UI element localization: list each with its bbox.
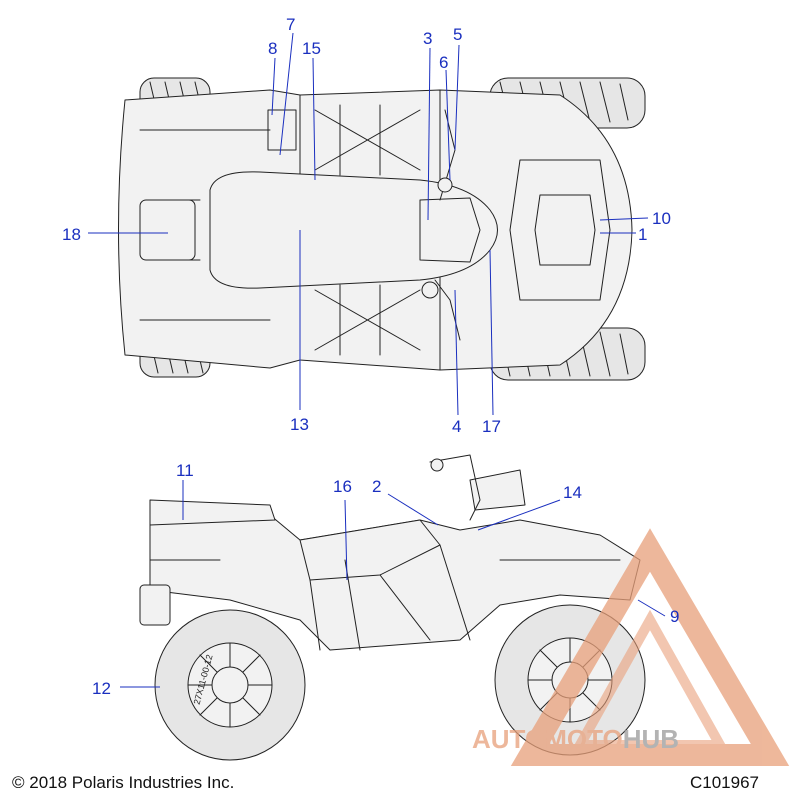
callout-1: 1	[638, 225, 647, 244]
callout-4: 4	[452, 417, 461, 436]
callout-5: 5	[453, 25, 462, 44]
callout-14: 14	[563, 483, 582, 502]
callout-15: 15	[302, 39, 321, 58]
leader-lines	[88, 32, 666, 688]
watermark-logo: AUTOMOTOHUB	[472, 528, 790, 766]
callout-2: 2	[372, 477, 381, 496]
callout-10: 10	[652, 209, 671, 228]
seat	[209, 171, 498, 289]
callout-17: 17	[482, 417, 501, 436]
callout-8: 8	[268, 39, 277, 58]
callout-16: 16	[333, 477, 352, 496]
callout-6: 6	[439, 53, 448, 72]
callout-3: 3	[423, 29, 432, 48]
callout-11: 11	[176, 461, 194, 480]
callout-18: 18	[62, 225, 81, 244]
diagram-code: C101967	[690, 773, 759, 792]
rear-rack	[118, 89, 301, 369]
atv-top-view	[118, 77, 646, 381]
callout-13: 13	[290, 415, 309, 434]
callout-9: 9	[670, 607, 679, 626]
watermark-triangle	[510, 528, 790, 766]
callout-labels: 7 8 15 3 5 6 10 1 18 13 4 17 11 16 2 14 …	[62, 15, 679, 698]
copyright-text: © 2018 Polaris Industries Inc.	[12, 773, 234, 792]
watermark-text-auto: AUTOMOTOHUB	[472, 724, 679, 754]
callout-7: 7	[286, 15, 295, 34]
callout-12: 12	[92, 679, 111, 698]
